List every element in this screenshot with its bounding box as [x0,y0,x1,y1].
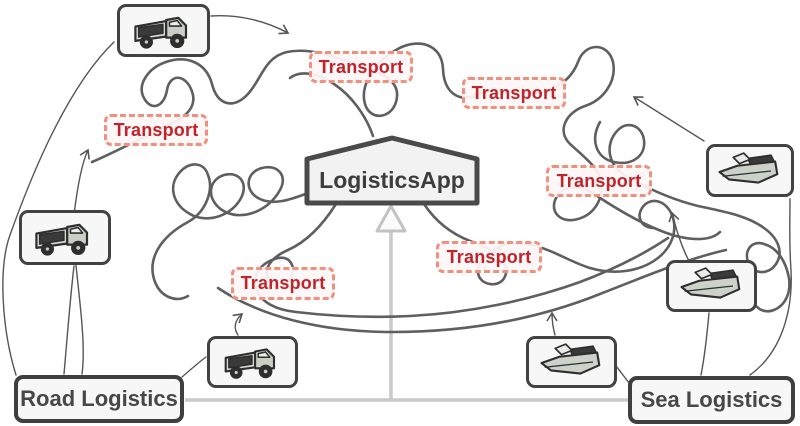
truck-node-bottom [207,336,298,388]
boat-icon [677,265,747,307]
arrow-boat-bottom-to-transport [546,311,558,336]
sea-logistics-node: Sea Logistics [628,376,795,424]
arrow-boat-middle-to-transport [668,211,689,260]
transport-text: Transport [318,56,404,77]
truck-icon [128,9,200,53]
transport-label-bottom-left: Transport [231,267,335,300]
truck-node-left [19,210,111,265]
squiggle-path [288,72,375,138]
boat-node-right-top [706,144,794,197]
transport-text: Transport [471,82,557,103]
connector-sea-to-boat-middle [700,312,710,376]
connector-sea-to-boat-top [749,198,792,376]
transport-text: Transport [446,246,532,267]
road-logistics-node: Road Logistics [14,375,184,423]
connector-road-to-truck-bottom [181,356,207,378]
transport-label-top-right: Transport [462,77,566,109]
road-logistics-label: Road Logistics [20,386,178,411]
connector-road-to-truck-topleft [2,41,115,376]
arrow-truck-topleft-to-tangle [210,14,290,35]
app-node-label: LogisticsApp [319,166,465,193]
transport-label-top-center: Transport [309,51,413,83]
transport-label-bottom-right: Transport [436,241,542,273]
squiggle-path [593,120,791,313]
squiggle-path [216,248,728,334]
transport-text: Transport [556,170,642,191]
connector-road-to-truck-left [63,265,75,375]
uml-triangle-arrow [375,204,407,233]
app-pentagon-shape [304,135,480,206]
squiggle-path [90,42,722,241]
boat-icon [537,341,607,383]
arrow-truck-bottom-to-transport [232,313,244,336]
boat-node-bottom [526,336,617,388]
uml-inheritance-lines [185,230,628,402]
truck-node-top-left [117,4,210,57]
transport-text: Transport [240,273,326,293]
squiggle-path [151,163,310,301]
truck-icon [218,341,288,383]
transport-label-left: Transport [104,114,208,146]
boat-icon [715,150,785,192]
arrow-boat-top-to-tangle [632,96,705,142]
transport-label-right: Transport [546,165,652,197]
boat-node-right-middle [666,260,757,312]
sea-logistics-label: Sea Logistics [640,387,783,412]
truck-icon [29,216,101,260]
connector-lines [2,14,792,385]
transport-text: Transport [113,119,199,140]
